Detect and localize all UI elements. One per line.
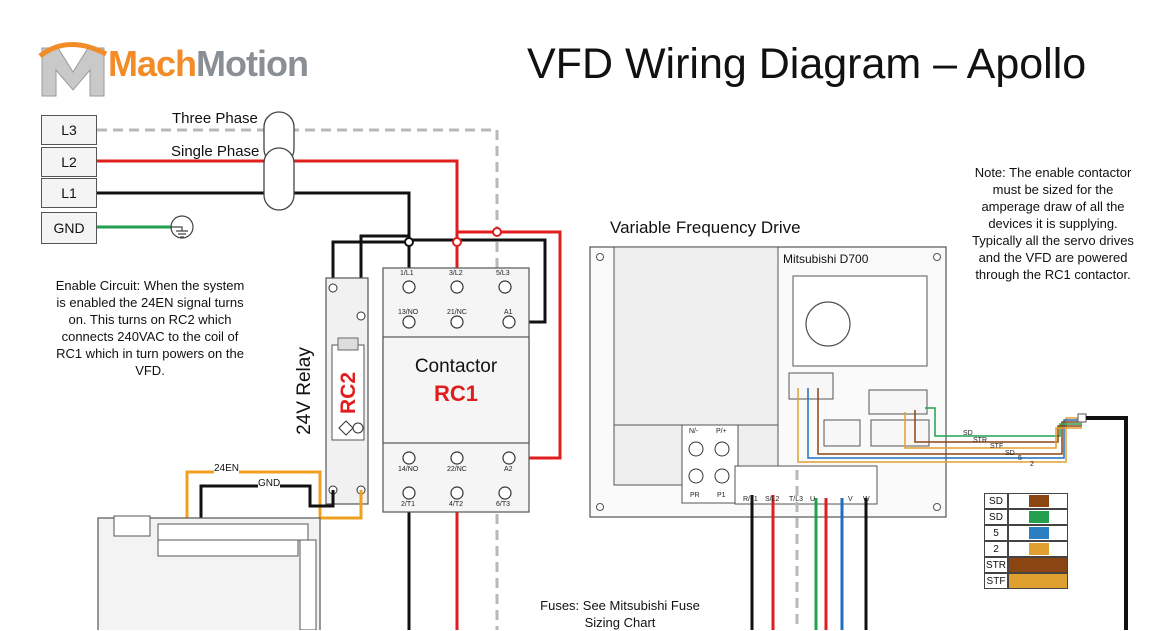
vfd-model: Mitsubishi D700 <box>783 252 869 266</box>
relay-id: RC2 <box>337 372 360 415</box>
fuses-note-line2: Sizing Chart <box>584 615 656 630</box>
contactor-terminal-5l3: 5/L3 <box>496 270 510 277</box>
vfd-terminal-pr: PR <box>690 492 700 499</box>
vfd-terminal-u: U <box>810 496 816 503</box>
legend-row: SD <box>984 509 1068 525</box>
machmotion-m-icon <box>38 42 108 97</box>
legend-swatch <box>1008 557 1068 573</box>
signal-label-str: STR <box>973 437 987 444</box>
contactor-terminal-4t2: 4/T2 <box>449 501 464 508</box>
legend-row: STR <box>984 557 1068 573</box>
logo-wordmark: MachMotion <box>108 43 309 84</box>
wire-24en <box>185 470 363 528</box>
legend-row: 2 <box>984 541 1068 557</box>
signal-label-5: 5 <box>1018 455 1022 462</box>
vfd-terminal-tl3: T/L3 <box>789 496 804 503</box>
page-title: VFD Wiring Diagram – Apollo <box>527 40 1087 88</box>
machmotion-logo <box>38 38 348 100</box>
fuses-note-line1: Fuses: See Mitsubishi Fuse <box>540 598 700 613</box>
contactor-terminal-14no: 14/NO <box>398 466 419 473</box>
wire-gnd <box>199 484 335 528</box>
enable-circuit-note: Enable Circuit: When the system is enabl… <box>55 278 245 378</box>
vfd-terminal-v: V <box>848 496 853 503</box>
vfd-terminal-p: P/+ <box>716 428 727 435</box>
terminal-l2: L2 <box>41 147 97 177</box>
vfd-terminal-p1: P1 <box>717 492 726 499</box>
wire-gnd-label: GND <box>258 478 281 489</box>
signal-label-sd2: SD <box>1005 450 1015 457</box>
signal-label-2: 2 <box>1030 461 1034 468</box>
legend-row: STF <box>984 573 1068 589</box>
legend-swatch <box>1029 543 1049 555</box>
vfd-terminal-rl1: R/L1 <box>743 496 758 503</box>
single-phase-label: Single Phase <box>171 143 260 160</box>
legend-swatch <box>1008 573 1068 589</box>
legend-swatch <box>1029 511 1049 523</box>
contactor-terminal-13no: 13/NO <box>398 309 419 316</box>
signal-label-sd1: SD <box>963 430 973 437</box>
contactor-name: Contactor <box>414 356 498 377</box>
legend-swatch <box>1029 527 1049 539</box>
signal-cable <box>1086 416 1128 630</box>
contactor-terminal-6t3: 6/T3 <box>496 501 511 508</box>
contactor-terminal-22nc: 22/NC <box>447 466 467 473</box>
vfd-heading: Variable Frequency Drive <box>610 218 801 237</box>
contactor-terminal-a1: A1 <box>504 309 513 316</box>
enable-contactor-note: Note: The enable contactor must be sized… <box>972 165 1134 282</box>
contactor-terminal-2t1: 2/T1 <box>401 501 416 508</box>
contactor-terminal-21nc: 21/NC <box>447 309 467 316</box>
signal-label-stf: STF <box>990 443 1004 450</box>
l3-dashed-wire <box>97 128 499 630</box>
terminal-gnd: GND <box>41 212 97 244</box>
vfd-terminal-w: W <box>863 496 870 503</box>
contactor-terminal-1l1: 1/L1 <box>400 270 414 277</box>
vfd-terminal-n: N/- <box>689 428 699 435</box>
ground-icon <box>170 215 194 239</box>
three-phase-label: Three Phase <box>172 110 258 127</box>
contactor-terminal-a2: A2 <box>504 466 513 473</box>
l2-red-wire <box>97 159 562 460</box>
l1-black-wire <box>97 191 411 284</box>
terminal-l1: L1 <box>41 178 97 208</box>
legend-row: 5 <box>984 525 1068 541</box>
contactor-terminal-3l2: 3/L2 <box>449 270 463 277</box>
contactor-id: RC1 <box>433 381 478 406</box>
terminal-l3: L3 <box>41 115 97 145</box>
legend-swatch <box>1029 495 1049 507</box>
single-phase-jumper-icon <box>263 147 295 211</box>
vfd-terminal-sl2: S/L2 <box>765 496 780 503</box>
relay-caption: 24V Relay <box>294 347 315 435</box>
legend-row: SD <box>984 493 1068 509</box>
wire-24en-label: 24EN <box>214 463 240 474</box>
